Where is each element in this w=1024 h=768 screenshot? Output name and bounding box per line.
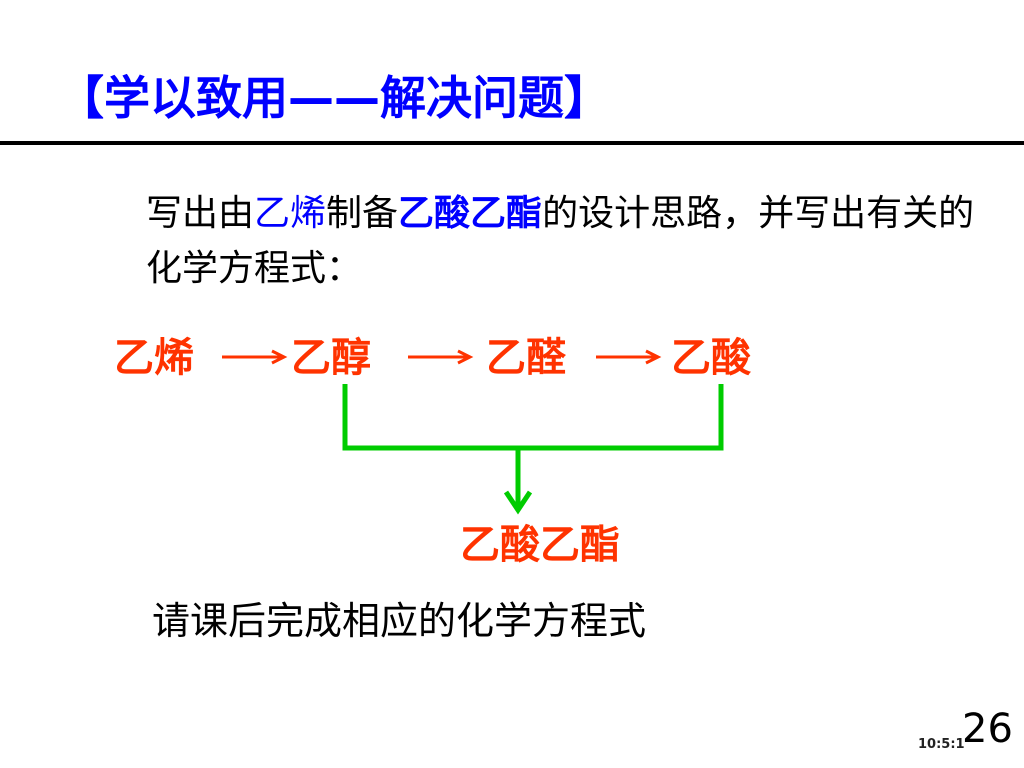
prompt-part-1: 写出由: [146, 193, 255, 234]
compound-acetaldehyde: 乙醛: [486, 335, 566, 381]
slide-title: 【学以致用——解决问题】: [58, 71, 610, 125]
arrow-2-head: [457, 349, 474, 365]
slide-timestamp: 10:5:1: [918, 737, 965, 752]
combine-bracket: [342, 384, 724, 451]
question-text: 写出由乙烯制备乙酸乙酯的设计思路，并写出有关的化学方程式：: [146, 186, 976, 296]
page-number: 26: [962, 706, 1013, 752]
prompt-part-2: 制备: [326, 193, 399, 234]
prompt-part-3: 的设计思路，并写出有关的化学方程式：: [146, 193, 975, 289]
down-arrow-head: [503, 490, 533, 515]
compound-acetic-acid: 乙酸: [671, 335, 751, 381]
arrow-1-head: [271, 349, 288, 365]
reactant-highlight: 乙烯: [254, 193, 327, 234]
product-highlight: 乙酸乙酯: [398, 193, 543, 234]
compound-ethanol: 乙醇: [291, 335, 371, 381]
compound-ethyl-acetate: 乙酸乙酯: [460, 522, 620, 568]
title-divider: [0, 141, 1024, 145]
homework-note: 请课后完成相应的化学方程式: [152, 599, 647, 643]
compound-ethylene: 乙烯: [114, 335, 194, 381]
arrow-3-head: [645, 349, 662, 365]
